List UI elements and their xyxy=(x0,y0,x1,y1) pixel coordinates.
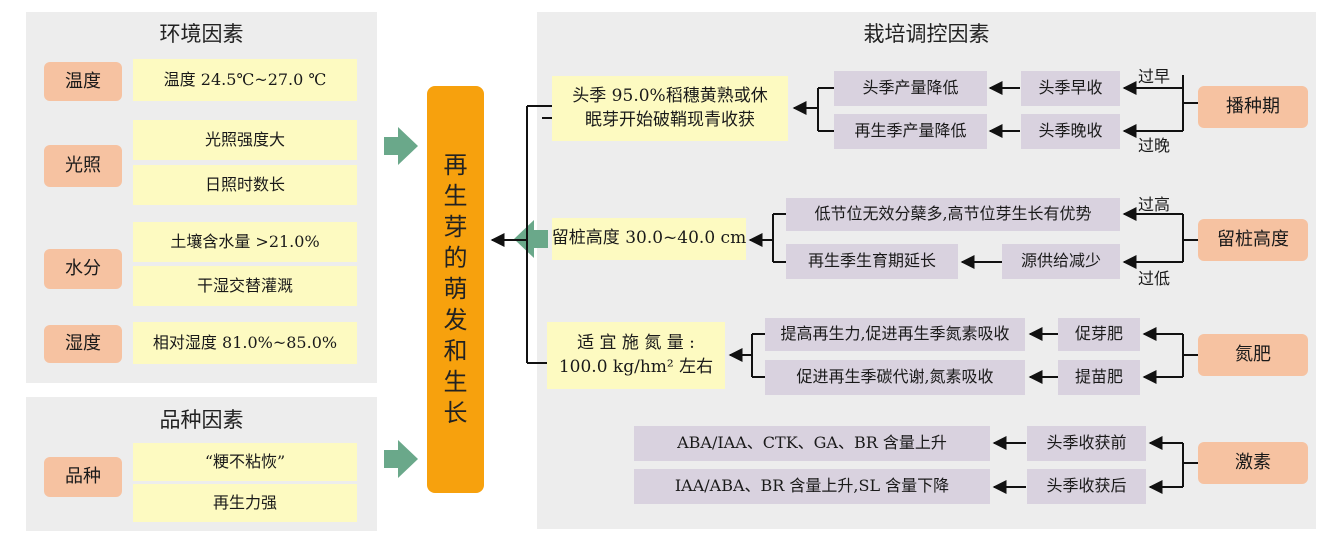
seedling-fertilizer-box: 提苗肥 xyxy=(1058,360,1140,395)
hormone-effect1: ABA/IAA、CTK、GA、BR 含量上升 xyxy=(634,426,990,461)
sowing-early-label: 过早 xyxy=(1138,67,1171,86)
early-harvest-box: 头季早收 xyxy=(1021,71,1120,106)
irrigation: 干湿交替灌溉 xyxy=(133,266,357,306)
sowing-effect1: 头季产量降低 xyxy=(834,71,987,106)
central-char: 生 xyxy=(443,368,468,396)
before-harvest-box: 头季收获前 xyxy=(1027,426,1146,461)
central-char: 和 xyxy=(443,337,468,365)
light-intensity: 光照强度大 xyxy=(133,120,357,160)
nitrogen-effect1: 提高再生力,促进再生季氮素吸收 xyxy=(765,318,1025,351)
hormone-effect2: IAA/ABA、BR 含量上升,SL 含量下降 xyxy=(634,469,990,504)
central-char: 芽 xyxy=(443,213,468,241)
sowing-result: 头季 95.0%稻穗黄熟或休 眠芽开始破鞘现青收获 xyxy=(552,76,788,141)
stubble-low-label: 过低 xyxy=(1138,269,1171,288)
central-char: 生 xyxy=(443,182,468,210)
sowing-late-label: 过晚 xyxy=(1138,136,1171,155)
humidity-label: 湿度 xyxy=(44,325,122,363)
stubble-effect1: 低节位无效分蘖多,高节位芽生长有优势 xyxy=(786,198,1120,231)
central-char: 长 xyxy=(443,399,468,427)
central-char: 再 xyxy=(443,151,468,179)
variety-trait: 再生力强 xyxy=(133,484,357,522)
sunshine-hours: 日照时数长 xyxy=(133,165,357,205)
stubble-result: 留桩高度 30.0~40.0 cm xyxy=(552,218,746,260)
central-char: 萌 xyxy=(443,275,468,303)
variety-arrow xyxy=(384,440,418,478)
central-char: 发 xyxy=(443,306,468,334)
after-harvest-box: 头季收获后 xyxy=(1027,469,1146,504)
moisture-label: 水分 xyxy=(44,249,122,289)
environment-title: 环境因素 xyxy=(159,22,244,46)
sowing-label: 播种期 xyxy=(1198,86,1308,128)
nitrogen-label: 氮肥 xyxy=(1198,334,1308,376)
source-supply-box: 源供给减少 xyxy=(1002,244,1120,279)
stubble-effect2: 再生季生育期延长 xyxy=(786,244,958,279)
bud-fertilizer-box: 促芽肥 xyxy=(1058,318,1140,351)
stubble-high-label: 过高 xyxy=(1138,195,1171,214)
temperature-value: 温度 24.5℃~27.0 ℃ xyxy=(133,59,357,101)
central-node: 再 生 芽 的 萌 发 和 生 长 xyxy=(427,86,484,493)
sowing-effect2: 再生季产量降低 xyxy=(834,114,987,149)
light-label: 光照 xyxy=(44,145,122,187)
variety-label: 品种 xyxy=(44,457,122,497)
variety-title: 品种因素 xyxy=(159,408,244,432)
nitrogen-result: 适 宜 施 氮 量 : 100.0 kg/hm² 左右 xyxy=(547,322,725,389)
nitrogen-effect2: 促进再生季碳代谢,氮素吸收 xyxy=(765,360,1025,395)
env-arrow xyxy=(384,127,418,165)
variety-name: “粳不粘恢” xyxy=(133,443,357,481)
central-char: 的 xyxy=(443,244,468,272)
cultivation-title: 栽培调控因素 xyxy=(863,22,990,46)
stubble-label: 留桩高度 xyxy=(1198,219,1308,261)
temperature-label: 温度 xyxy=(44,62,122,101)
late-harvest-box: 头季晚收 xyxy=(1021,114,1120,149)
hormone-label: 激素 xyxy=(1198,442,1308,484)
soil-moisture: 土壤含水量 >21.0% xyxy=(133,222,357,262)
humidity-value: 相对湿度 81.0%~85.0% xyxy=(133,322,357,364)
